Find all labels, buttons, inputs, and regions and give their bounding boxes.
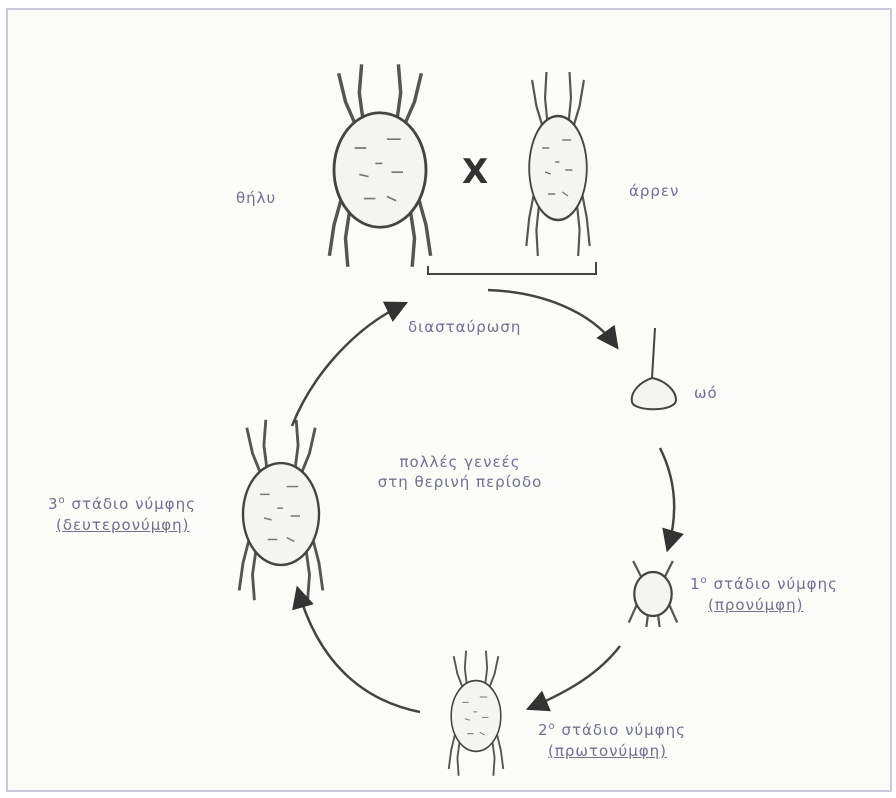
- deutonymph-illustration: [449, 651, 504, 776]
- center-caption: πολλές γενεές στη θερινή περίοδο: [360, 452, 560, 492]
- label-stage1-name: (προνύμφη): [708, 596, 803, 614]
- crossing-bracket: [428, 262, 596, 274]
- label-stage3-name: (δευτερονύμφη): [56, 516, 190, 534]
- stage2-text: στάδιο νύμφης: [561, 721, 685, 739]
- arrow-to-stage2: [530, 646, 620, 708]
- male-mite-illustration: [526, 72, 589, 256]
- label-female: θήλυ: [236, 189, 276, 207]
- cross-symbol: X: [462, 152, 488, 192]
- arrow-to-stage3: [298, 590, 420, 712]
- center-caption-line1: πολλές γενεές: [360, 452, 560, 472]
- egg-illustration: [632, 328, 676, 409]
- label-male: άρρεν: [629, 182, 679, 200]
- label-stage3: 3ο στάδιο νύμφης: [48, 492, 196, 513]
- stage3-number: 3: [48, 495, 59, 513]
- stage3-text: στάδιο νύμφης: [71, 495, 195, 513]
- stage1-text: στάδιο νύμφης: [713, 575, 837, 593]
- center-caption-line2: στη θερινή περίοδο: [360, 472, 560, 492]
- stage2-ordinal: ο: [549, 721, 556, 732]
- arrow-to-stage1: [660, 448, 674, 548]
- label-crossing: διασταύρωση: [408, 318, 521, 336]
- label-stage2-name: (πρωτονύμφη): [548, 742, 667, 760]
- stage1-number: 1: [690, 575, 701, 593]
- protonymph-illustration: [629, 561, 677, 627]
- label-stage1: 1ο στάδιο νύμφης: [690, 572, 838, 593]
- stage1-ordinal: ο: [701, 575, 708, 586]
- label-egg: ωό: [694, 384, 718, 402]
- arrow-to-adults: [292, 304, 404, 426]
- stage2-number: 2: [538, 721, 549, 739]
- stage3-mite-illustration: [239, 420, 323, 600]
- stage3-ordinal: ο: [59, 495, 66, 506]
- label-stage2: 2ο στάδιο νύμφης: [538, 718, 686, 739]
- female-mite-illustration: [329, 64, 430, 266]
